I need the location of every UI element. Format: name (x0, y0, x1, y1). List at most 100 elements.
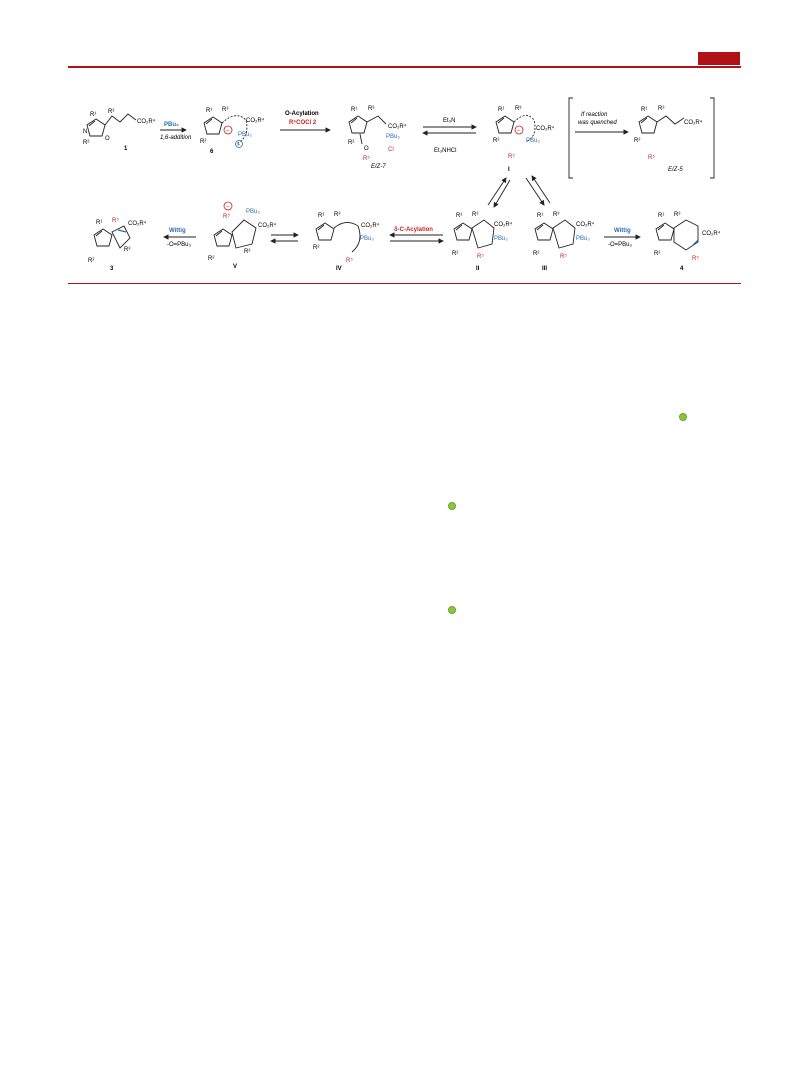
wittig-left-title: Wittig (169, 228, 186, 234)
structure-label: R³ (222, 107, 228, 113)
structure-label: R³ (124, 247, 130, 253)
intermediate-III: R¹ R³ CO₂R⁴ PBu₃ R² R⁵ III (533, 212, 595, 272)
structure-label: PBu₃ (494, 236, 508, 242)
structure-label: R⁵ (692, 255, 699, 262)
structure-label: PBu₃ (386, 134, 400, 140)
structure-label: R² (200, 139, 206, 145)
structure-label: R¹ (658, 213, 664, 219)
structure-label: R⁵ (223, 213, 230, 220)
co2r4-label: CO₂R⁴ (137, 118, 156, 125)
arrow-to-III (525, 177, 545, 206)
compound-label-3: 3 (110, 266, 114, 272)
structure-label: R¹ (537, 213, 543, 219)
compound-label-1: 1 (124, 146, 128, 152)
structure-label: O (364, 146, 369, 152)
quench-note-1: If reaction (581, 112, 608, 118)
structure-label: CO₂R⁴ (388, 123, 407, 130)
structure-label: R⁵ (508, 153, 515, 160)
structure-label: R⁵ (346, 257, 353, 264)
structure-label: R² (348, 140, 354, 146)
structure-label: R⁵ (363, 155, 370, 162)
structure-label: CO₂R⁴ (684, 119, 703, 126)
compound-3: R¹ R⁵ CO₂R⁴ R³ R² 3 (88, 217, 147, 272)
intermediate-II: R¹ R³ CO₂R⁴ PBu₃ R² R⁵ II (452, 212, 513, 272)
structure-label: R¹ (456, 213, 462, 219)
structure-label: R² (208, 256, 214, 262)
structure-label: R¹ (351, 107, 357, 113)
compound-7: R¹ R³ R² O R⁵ CO₂R⁴ PBu₃ Cl E/Z-7 (348, 106, 407, 170)
svg-text:+: + (237, 143, 241, 149)
arrow-to-I-right (531, 175, 551, 204)
marker-dot (679, 413, 687, 421)
n-label: N (83, 129, 87, 135)
structure-label: R³ (244, 249, 250, 255)
intermediate-label-III: III (542, 266, 547, 272)
marker-dot (448, 606, 456, 614)
scheme-bottom-rule (68, 283, 741, 284)
arrow-byproduct: Et₃NHCl (434, 148, 456, 154)
structure-label: R³ (553, 212, 559, 218)
structure-label: Cl (388, 147, 394, 153)
structure-label: R³ (368, 106, 374, 112)
intermediate-IV: R¹ R³ CO₂R⁴ PBu₃ R² R⁵ IV (313, 212, 380, 272)
quench-note-2: was quenched (578, 120, 617, 126)
intermediate-label-II: II (476, 266, 480, 272)
structure-label: R² (654, 251, 660, 257)
structure-label: CO₂R⁴ (702, 230, 721, 237)
structure-label: R² (634, 138, 640, 144)
r2-label: R² (83, 140, 89, 146)
structure-label: R³ (334, 212, 340, 218)
structure-label: PBu₃ (238, 132, 252, 138)
arrow-addition-reagent: PBu₃ (164, 122, 179, 128)
arrow-o-acylation-title: O-Acylation (285, 111, 319, 117)
o-label: O (105, 136, 110, 142)
structure-label: CO₂R⁴ (576, 221, 595, 228)
structure-label: R² (313, 245, 319, 251)
intermediate-label-I: I (508, 167, 510, 173)
r3-label: R³ (108, 109, 114, 115)
compound-4: R¹ R³ CO₂R⁴ R² R⁵ 4 (654, 212, 721, 272)
structure-label: R¹ (206, 108, 212, 114)
structure-label: R¹ (498, 107, 504, 113)
header-rule (68, 66, 741, 68)
compound-label-6: 6 (210, 149, 214, 155)
structure-label: PBu₃ (576, 236, 590, 242)
wittig-left-byproduct: -O=PBu₃ (167, 242, 192, 248)
structure-label: CO₂R⁴ (246, 117, 265, 124)
intermediate-V: − R⁵ PBu₃ CO₂R⁴ R³ R² V (208, 201, 277, 270)
intermediate-I: − R¹ R³ R² CO₂R⁴ PBu₃ R⁵ I (493, 106, 555, 173)
arrow-addition-note: 1,6-addition (160, 135, 192, 141)
structure-label: CO₂R⁴ (494, 221, 513, 228)
structure-label: R³ (674, 212, 680, 218)
compound-5: R¹ R³ R² CO₂R⁴ R⁵ E/Z-5 (634, 106, 703, 173)
structure-label: CO₂R⁴ (536, 125, 555, 132)
arrow-o-acylation-reagent: R⁵COCl 2 (289, 120, 317, 126)
arrow-to-I-left (487, 177, 507, 206)
compound-label-4: 4 (680, 266, 684, 272)
structure-label: R² (88, 258, 94, 264)
structure-label: R⁵ (648, 154, 655, 161)
structure-label: PBu₃ (360, 236, 374, 242)
structure-label: R⁵ (560, 253, 567, 260)
intermediate-label-IV: IV (336, 266, 342, 272)
arrow-base: Et₃N (443, 118, 455, 124)
marker-dot (448, 502, 456, 510)
bracket-right (710, 97, 715, 179)
structure-label: R³ (658, 106, 664, 112)
structure-label: R³ (515, 106, 521, 112)
structure-label: R² (493, 138, 499, 144)
structure-label: R¹ (318, 213, 324, 219)
header-tab-mark (698, 52, 740, 65)
structure-label: R⁵ (477, 253, 484, 260)
structure-label: R² (533, 251, 539, 257)
structure-label: R¹ (96, 220, 102, 226)
structure-label: CO₂R⁴ (128, 220, 147, 227)
structure-label: R¹ (641, 107, 647, 113)
bracket-left (568, 97, 573, 179)
compound-6: − R¹ R³ R² CO₂R⁴ PBu₃ + 6 (200, 107, 265, 155)
structure-label: CO₂R⁴ (361, 222, 380, 229)
wittig-right-title: Wittig (614, 228, 631, 234)
structure-label: CO₂R⁴ (258, 222, 277, 229)
svg-text:−: − (226, 205, 230, 211)
r1-label: R¹ (90, 112, 96, 118)
